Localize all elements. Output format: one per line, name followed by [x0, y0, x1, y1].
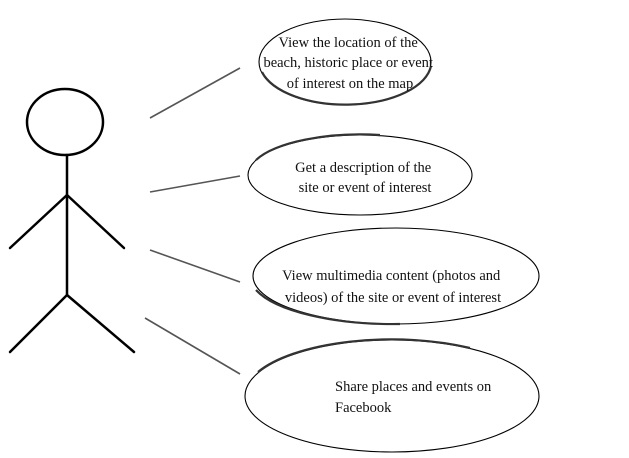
- actor-left-arm: [8, 193, 69, 250]
- use-case-ellipse-shadow: [257, 338, 471, 373]
- use-case-3-line-2: videos) of the site or event of interest: [285, 290, 501, 306]
- actor-right-leg: [65, 293, 136, 354]
- use-case-3-line-1: View multimedia content (photos and: [282, 268, 501, 284]
- association-line-3: [149, 249, 241, 283]
- use-case-ellipse-shadow: [261, 65, 433, 106]
- use-case-3: View multimedia content (photos and vide…: [252, 227, 540, 326]
- actor-right-arm: [65, 193, 126, 250]
- svg-text:Share places and events on: Share places and events on Facebook: [335, 379, 495, 416]
- use-case-1: View the location of the beach, historic…: [258, 18, 436, 106]
- use-case-2-line-2: site or event of interest: [299, 180, 432, 196]
- use-case-4-line-1: Share places and events on: [335, 379, 492, 395]
- use-case-ellipse-shadow: [255, 133, 381, 161]
- association-line-1: [149, 67, 241, 119]
- actor-left-leg: [8, 293, 69, 354]
- association-line-4: [144, 317, 241, 375]
- use-case-4-line-2: Facebook: [335, 400, 392, 416]
- svg-text:View the location of the: View the location of the beach, historic…: [263, 35, 436, 92]
- svg-text:View multimedia content (photo: View multimedia content (photos and vide…: [282, 268, 504, 306]
- use-case-1-line-2: beach, historic place or event: [263, 55, 433, 71]
- actor-head: [25, 87, 105, 157]
- svg-text:Get a description of the: Get a description of the site or event o…: [295, 160, 435, 196]
- use-case-ellipse-shadow: [255, 289, 401, 326]
- use-case-1-line-3: of interest on the map: [287, 76, 413, 92]
- association-line-2: [149, 175, 241, 193]
- actor: [8, 87, 136, 354]
- use-case-2: Get a description of the site or event o…: [247, 133, 473, 216]
- use-case-2-line-1: Get a description of the: [295, 160, 431, 176]
- use-case-ellipse: [244, 339, 540, 453]
- use-case-1-line-1: View the location of the: [279, 35, 418, 51]
- use-case-4: Share places and events on Facebook: [244, 338, 540, 453]
